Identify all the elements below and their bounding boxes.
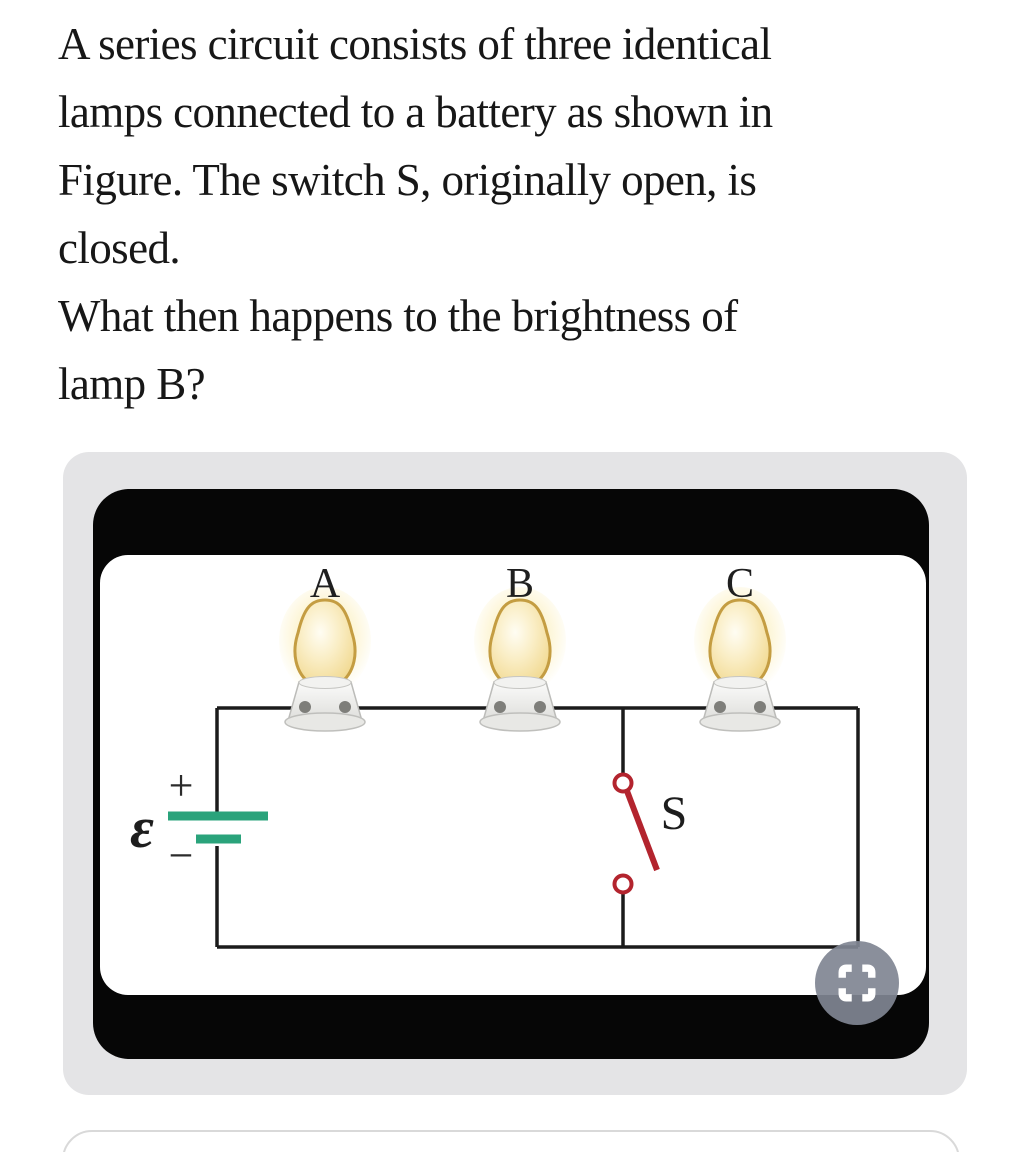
- question-line: closed.: [58, 223, 181, 273]
- circuit-figure: A B C ε + −: [100, 555, 926, 995]
- question-line: A series circuit consists of three ident…: [58, 19, 772, 69]
- question-line: What then happens to the brightness of: [58, 291, 738, 341]
- lamp-a-label: A: [310, 561, 341, 607]
- battery-plus-label: +: [169, 761, 194, 810]
- fullscreen-button[interactable]: [815, 941, 899, 1025]
- battery-minus-label: −: [169, 831, 194, 880]
- question-text: A series circuit consists of three ident…: [58, 10, 773, 418]
- battery-symbol: ε + −: [130, 761, 268, 880]
- lamp-c-label: C: [726, 561, 754, 607]
- battery-emf-label: ε: [130, 795, 154, 860]
- question-line: lamps connected to a battery as shown in: [58, 87, 773, 137]
- switch-symbol: S: [612, 772, 688, 895]
- lamp-a: [277, 585, 373, 733]
- question-line: lamp B?: [58, 359, 206, 409]
- circuit-diagram: A B C ε + −: [130, 561, 860, 949]
- question-line: Figure. The switch S, originally open, i…: [58, 155, 757, 205]
- lamp-c: [692, 585, 788, 733]
- lamp-b: [472, 585, 568, 733]
- video-player-frame: A B C ε + −: [93, 489, 929, 1059]
- switch-label: S: [661, 787, 688, 840]
- answer-option-card[interactable]: [62, 1130, 960, 1152]
- figure-card: A B C ε + −: [63, 452, 967, 1095]
- fullscreen-icon: [838, 964, 876, 1002]
- lamp-b-label: B: [506, 561, 534, 607]
- circuit-wires: [215, 706, 860, 949]
